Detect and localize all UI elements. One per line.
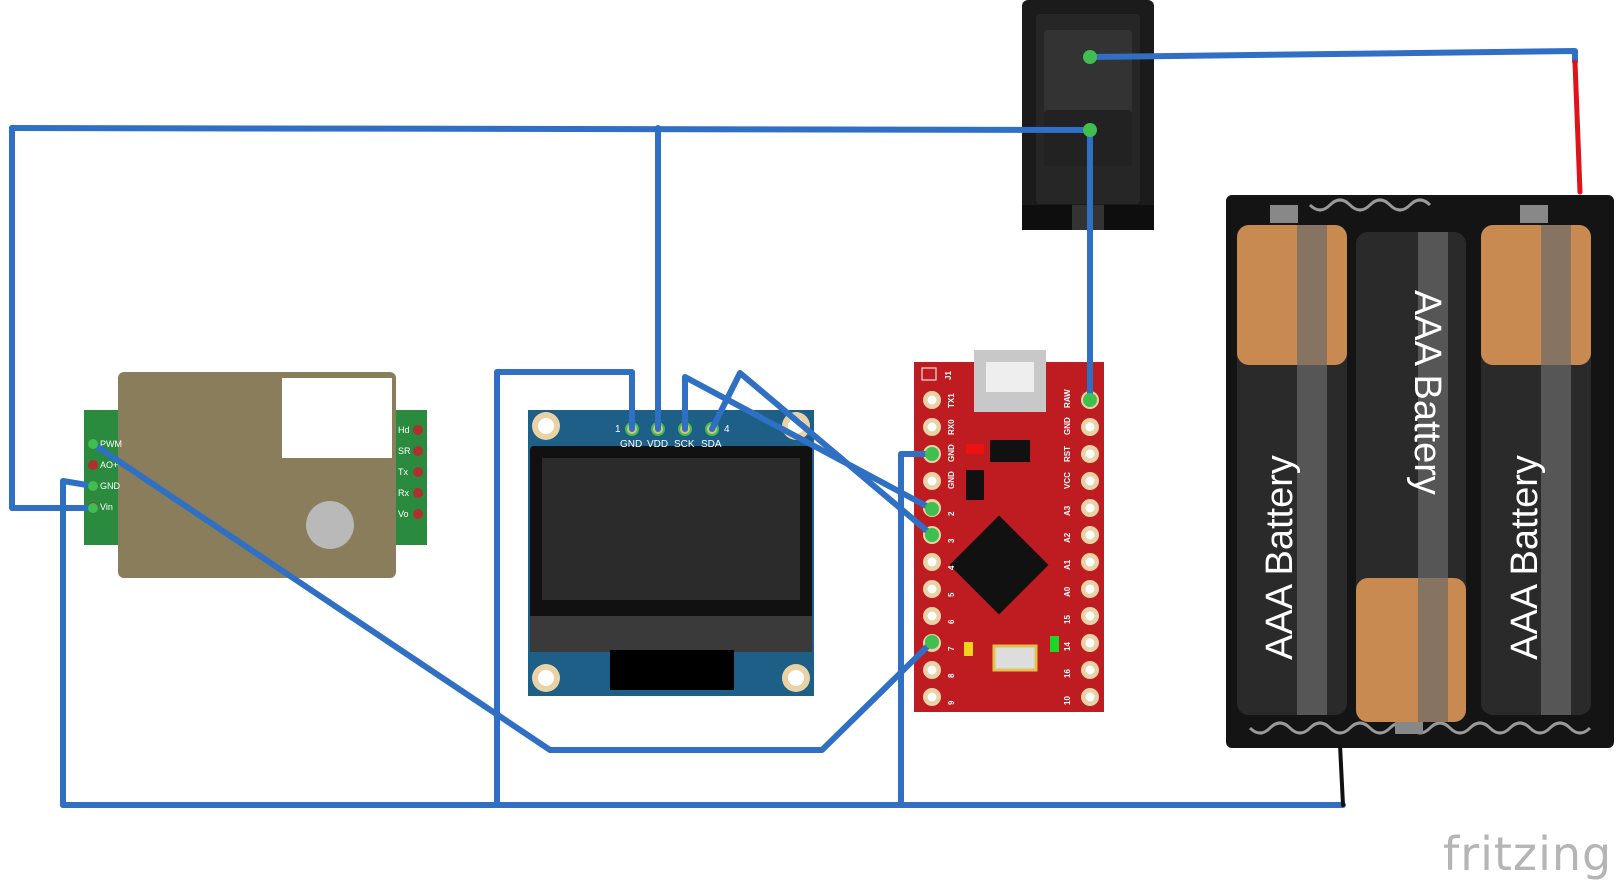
promini-left-pin-label-11: 9 (947, 700, 956, 705)
oled-pin-gnd: GND (620, 439, 642, 450)
promini-left-pin-label-0: TX1 (947, 393, 956, 408)
battery-pack: AAA Battery AAA Battery AAA Battery (1226, 195, 1614, 748)
co2-sensor: PWM AO+ GND Vin Hd SR Tx Rx Vo (84, 372, 427, 578)
promini-right-pin-label-0: RAW (1063, 389, 1072, 408)
promini-right-pin-label-9: 14 (1063, 642, 1072, 651)
battery-cell-1: AAA Battery (1237, 225, 1347, 715)
promini-left-pin-label-3: GND (947, 471, 956, 489)
co2-pin-tx: Tx (398, 467, 408, 477)
promini-left-pin-hole-8 (927, 611, 937, 621)
promini-left-pin-label-8: 6 (947, 619, 956, 624)
battery-cell-2: AAA Battery (1356, 232, 1466, 722)
promini-left-pin-hole-0 (927, 395, 937, 405)
sensor-opening (306, 501, 354, 549)
promini-left-pin-hole-3 (927, 476, 937, 486)
co2-pin-sr: SR (398, 446, 411, 456)
co2-pin-ao: AO+ (100, 460, 118, 470)
promini-left-pin-hole-1 (927, 422, 937, 432)
promini-right-pin-label-6: A1 (1063, 559, 1072, 570)
co2-pin-vin: Vin (100, 502, 113, 512)
promini-right-pin-hole-11 (1085, 692, 1095, 702)
wire-co2-gnd (60, 478, 96, 808)
wire-oled-gnd (494, 369, 635, 808)
microcontroller-chip (949, 515, 1049, 615)
wire-promini-gnd (898, 451, 935, 808)
oled-pin-number-1: 1 (615, 424, 621, 435)
wire-battery-negative (1338, 743, 1345, 807)
promini-right-pin-label-5: A2 (1063, 532, 1072, 543)
promini-right-pin-label-11: 10 (1063, 696, 1072, 705)
sensor-label-window (282, 378, 392, 458)
wire-endpoints (88, 50, 1097, 649)
promini-right-pin-label-4: A3 (1063, 505, 1072, 516)
promini-left-pin-label-7: 5 (947, 592, 956, 597)
oled-pin-vdd: VDD (647, 439, 668, 450)
battery-cell-2-label: AAA Battery (1406, 290, 1448, 495)
promini-right-pin-label-7: A0 (1063, 586, 1072, 597)
promini-right-pin-hole-4 (1085, 503, 1095, 513)
promini-left-pin-label-9: 7 (947, 646, 956, 651)
promini-right-pin-label-3: VCC (1063, 472, 1072, 489)
oled-screen (542, 458, 800, 600)
promini-left-pin-label-1: RX0 (947, 419, 956, 435)
promini-right-pin-hole-9 (1085, 638, 1095, 648)
wire-battery-positive (1572, 59, 1583, 195)
oled-pin-number-4: 4 (724, 424, 730, 435)
wire-top-bus (9, 125, 1093, 133)
wire-pwm (90, 441, 935, 753)
promini-right-pin-label-1: GND (1063, 417, 1072, 435)
promini-left-pin-label-10: 8 (947, 673, 956, 678)
promini-left-pin-label-6: 4 (947, 565, 956, 570)
co2-pin-pwm: PWM (100, 439, 122, 449)
promini-left-pin-label-2: GND (947, 444, 956, 462)
promini-right-pin-hole-8 (1085, 611, 1095, 621)
oled-pin-sda: SDA (701, 439, 722, 450)
oled-display: 1 4 GND VDD SCK SDA (528, 410, 814, 696)
promini-left-pin-hole-7 (927, 584, 937, 594)
promini-header-label: J1 (944, 371, 953, 380)
battery-cell-1-label: AAA Battery (1259, 455, 1301, 660)
co2-pin-vo: Vo (398, 509, 409, 519)
fritzing-logo: fritzing (1443, 827, 1612, 881)
wire-switch-to-battery (1087, 48, 1578, 65)
battery-cell-3-label: AAA Battery (1504, 455, 1546, 660)
promini-right-pin-hole-6 (1085, 557, 1095, 567)
wires-power (1338, 59, 1583, 807)
promini-left-pin-hole-11 (927, 692, 937, 702)
co2-right-pins: Hd SR Tx Rx Vo (398, 425, 423, 519)
co2-pin-gnd: GND (100, 481, 121, 491)
co2-pin-hd: Hd (398, 425, 410, 435)
wire-left-vertical (9, 125, 96, 511)
promini-left-pin-hole-10 (927, 665, 937, 675)
promini-right-pin-label-10: 16 (1063, 669, 1072, 678)
promini-right-pin-label-2: RST (1063, 446, 1072, 462)
co2-pin-rx: Rx (398, 488, 409, 498)
promini-right-pin-hole-3 (1085, 476, 1095, 486)
promini-right-pin-hole-1 (1085, 422, 1095, 432)
promini-right-pin-hole-10 (1085, 665, 1095, 675)
battery-cell-3: AAA Battery (1481, 225, 1591, 715)
promini-right-pin-hole-2 (1085, 449, 1095, 459)
promini-left-pin-label-4: 2 (947, 511, 956, 516)
promini-right-pin-hole-7 (1085, 584, 1095, 594)
promini-left-pin-label-5: 3 (947, 538, 956, 543)
wires (9, 48, 1578, 808)
pro-mini-board: J1 (914, 350, 1104, 712)
wire-sda (709, 370, 935, 538)
promini-right-pin-label-8: 15 (1063, 615, 1072, 624)
promini-right-pin-hole-5 (1085, 530, 1095, 540)
promini-left-pin-hole-6 (927, 557, 937, 567)
oled-pin-sck: SCK (674, 439, 695, 450)
